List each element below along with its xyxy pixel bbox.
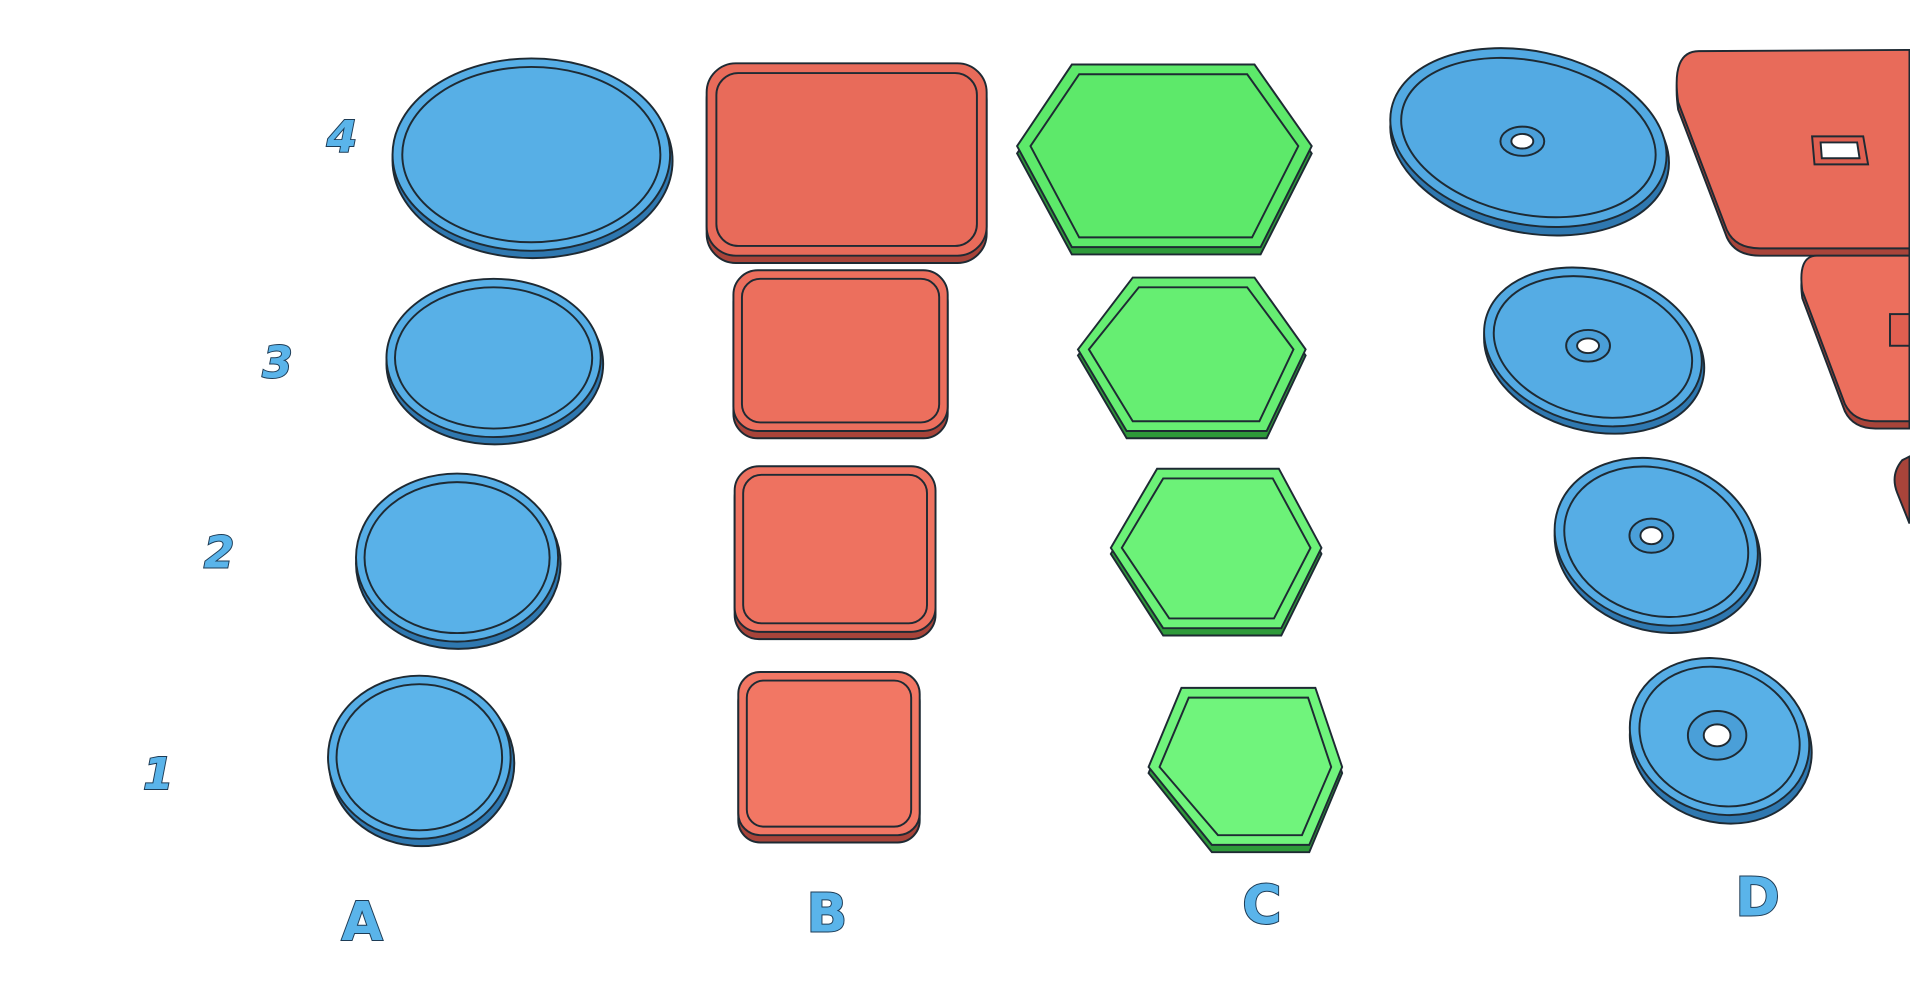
row-label-3: 3 (262, 337, 293, 388)
circle-base-a2 (355, 472, 562, 650)
circle-base-a1 (327, 674, 516, 848)
hexagon-base-c4 (1015, 63, 1313, 256)
row-label-1: 1 (143, 749, 174, 800)
column-label-b: B (806, 881, 847, 944)
row-label-4: 4 (326, 112, 358, 163)
square-hole-base-e4 (1675, 48, 1910, 257)
hole-disc-d4 (1389, 47, 1670, 237)
column-label-c: C (1242, 873, 1281, 936)
hole-disc-d3 (1483, 266, 1706, 435)
hexagon-base-c2 (1109, 467, 1323, 637)
column-label-a: A (341, 890, 383, 953)
square-hole-base-e2 (1893, 455, 1910, 524)
hexagon-base-c1 (1147, 686, 1344, 854)
column-label-d: D (1735, 866, 1779, 929)
square-base-b2 (733, 465, 937, 641)
circle-base-a3 (385, 277, 605, 446)
circle-base-a4 (391, 57, 674, 260)
hexagon-base-c3 (1076, 276, 1307, 440)
square-base-b3 (732, 269, 949, 440)
square-base-b1 (737, 671, 921, 844)
hole-disc-d1 (1628, 657, 1813, 825)
row-label-2: 2 (204, 527, 235, 578)
hole-disc-d2 (1553, 456, 1762, 634)
square-hole-base-e3 (1800, 254, 1910, 430)
square-base-b4 (705, 62, 988, 264)
